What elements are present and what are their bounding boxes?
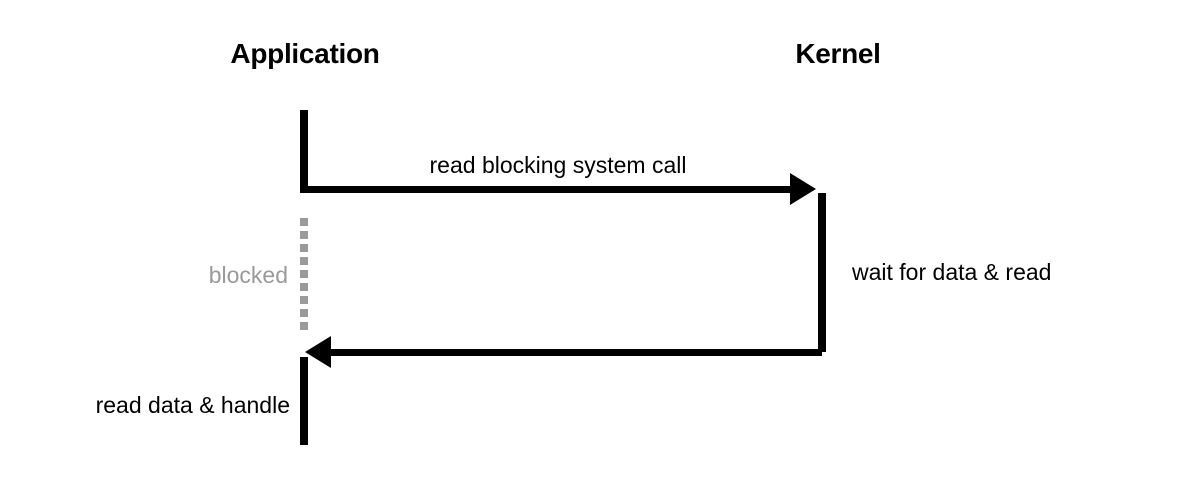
arrowhead-left-icon bbox=[305, 336, 331, 368]
note-label-blocked-wrapper: blocked bbox=[0, 262, 288, 289]
participant-title-application: Application bbox=[230, 38, 380, 69]
note-label-blocked: blocked bbox=[208, 262, 288, 288]
note-label-read-data-handle: read data & handle bbox=[95, 392, 290, 418]
message-label-request: read blocking system call bbox=[429, 152, 687, 178]
blocked-dotted-lifeline bbox=[300, 218, 308, 332]
participant-title-kernel: Kernel bbox=[795, 38, 881, 69]
activation-bar-kernel bbox=[818, 193, 826, 352]
activation-bar-application-top bbox=[300, 110, 308, 193]
note-label-read-data-handle-wrapper: read data & handle bbox=[0, 392, 290, 419]
activation-bar-application-bottom bbox=[300, 357, 308, 445]
note-label-wait-for-data: wait for data & read bbox=[852, 259, 1052, 285]
message-line-request bbox=[300, 186, 798, 193]
message-line-return bbox=[322, 349, 822, 356]
arrowhead-right-icon bbox=[790, 173, 816, 205]
